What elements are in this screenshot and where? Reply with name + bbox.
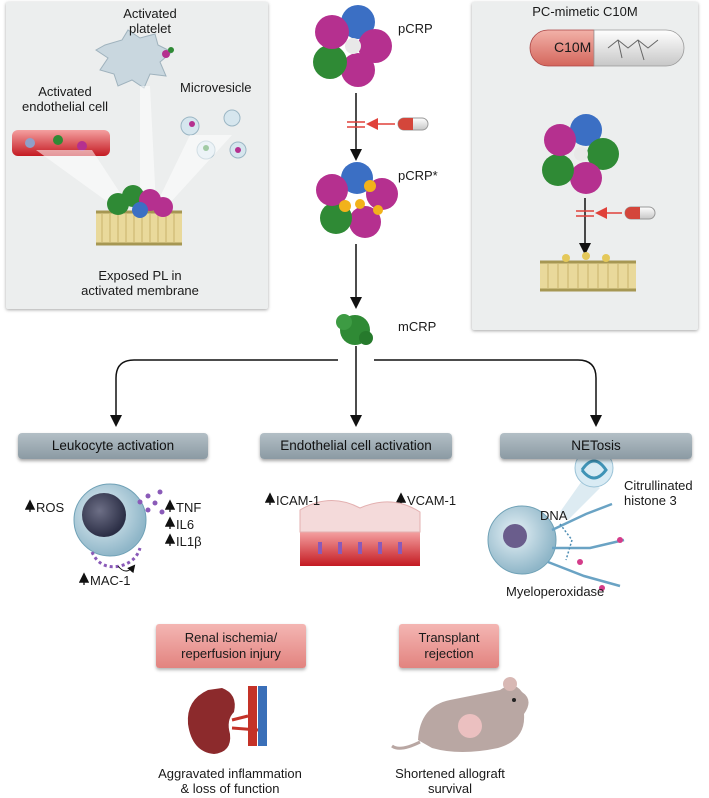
pcrp-on-membrane bbox=[107, 185, 173, 218]
mouse-graphic bbox=[391, 677, 529, 752]
pcrp-pentamer-right bbox=[542, 114, 619, 194]
inhibition-symbol-right bbox=[576, 207, 622, 219]
endothelial-cell-graphic bbox=[12, 130, 110, 156]
pcrp-star-label: pCRP* bbox=[398, 168, 438, 183]
c10m-capsule-label: C10M bbox=[554, 39, 592, 55]
pill-netosis: NETosis bbox=[500, 433, 692, 459]
endothelium-graphic bbox=[299, 499, 421, 566]
pcrp-label: pCRP bbox=[398, 21, 433, 36]
pill-endothelial-cell-activation: Endothelial cell activation bbox=[260, 433, 452, 459]
c10m-pill-right bbox=[624, 206, 656, 220]
il6-label: IL6 bbox=[176, 517, 195, 532]
myeloperoxidase-label: Myeloperoxidase bbox=[506, 584, 605, 599]
pill-leukocyte-activation: Leukocyte activation bbox=[18, 433, 208, 459]
light-beams bbox=[36, 86, 232, 205]
pcrp-star-pentamer bbox=[316, 162, 398, 238]
inhibition-symbol-center bbox=[347, 118, 395, 130]
renal-outcome-label: Aggravated inflammation& loss of functio… bbox=[158, 766, 302, 796]
up-arrows-leukocyte bbox=[24, 492, 407, 585]
mcrp-label: mCRP bbox=[398, 319, 437, 334]
vcam1-label: VCAM-1 bbox=[407, 493, 457, 508]
icam1-label: ICAM-1 bbox=[276, 493, 321, 508]
membrane-left bbox=[96, 210, 182, 246]
il1b-label: IL1β bbox=[176, 534, 202, 549]
mcrp-monomer bbox=[336, 314, 373, 345]
pcrp-pentamer bbox=[313, 5, 392, 87]
microvesicle-label: Microvesicle bbox=[180, 80, 252, 95]
c10m-pill-center bbox=[397, 117, 429, 131]
leukocyte-graphic bbox=[73, 483, 165, 574]
c10m-capsule bbox=[529, 29, 685, 67]
branch-arrows bbox=[110, 346, 602, 427]
activated-platelet-graphic bbox=[95, 29, 174, 89]
mac1-label: MAC-1 bbox=[90, 573, 131, 588]
c10m-panel-title: PC-mimetic C10M bbox=[532, 4, 638, 19]
dna-label: DNA bbox=[540, 508, 568, 523]
ros-label: ROS bbox=[36, 500, 65, 515]
kidney-graphic bbox=[187, 686, 267, 754]
membrane-right bbox=[540, 252, 636, 292]
renal-ischemia-box: Renal ischemia/reperfusion injury bbox=[156, 624, 306, 668]
tnf-label: TNF bbox=[176, 500, 202, 515]
